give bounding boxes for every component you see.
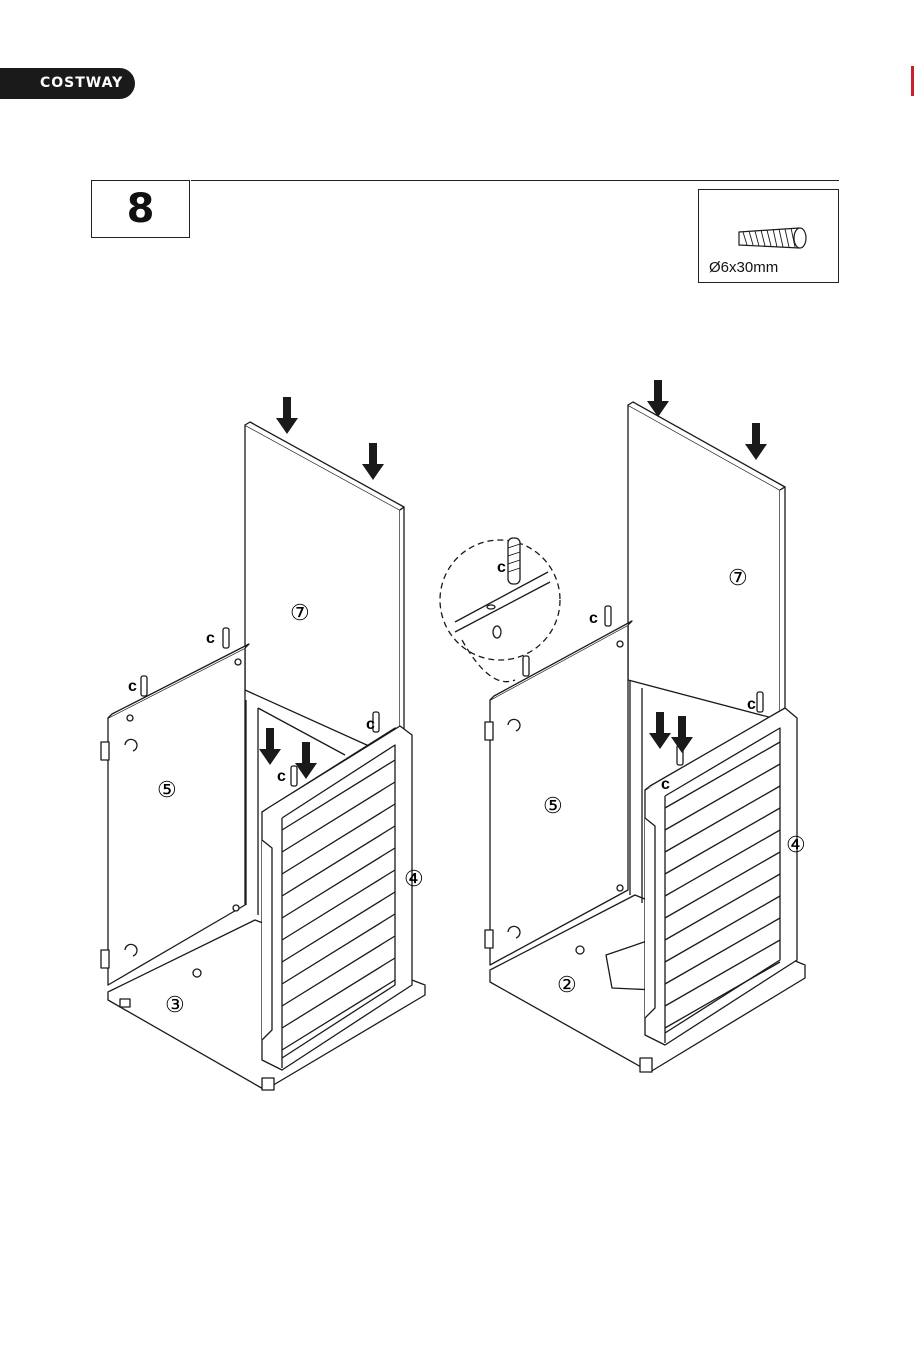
dowel-label: c [497,559,506,576]
dowel-label: c [747,696,756,713]
part-label-4-left: ④ [404,866,424,891]
part-label-4-right: ④ [786,832,806,857]
left-assembly [101,397,425,1090]
dowel-label: c [277,768,286,785]
dowel-label: c [206,630,215,647]
part-label-3-left: ③ [165,992,185,1017]
part-label-5-left: ⑤ [157,777,177,802]
dowel-label: c [661,776,670,793]
right-assembly [440,380,805,1072]
part-label-5-right: ⑤ [543,793,563,818]
dowel-label: c [128,678,137,695]
dowel-label: c [366,716,375,733]
part-label-2-right: ② [557,972,577,997]
part-label-7-left: ⑦ [290,600,310,625]
part-label-7-right: ⑦ [728,565,748,590]
dowel-label: c [589,610,598,627]
